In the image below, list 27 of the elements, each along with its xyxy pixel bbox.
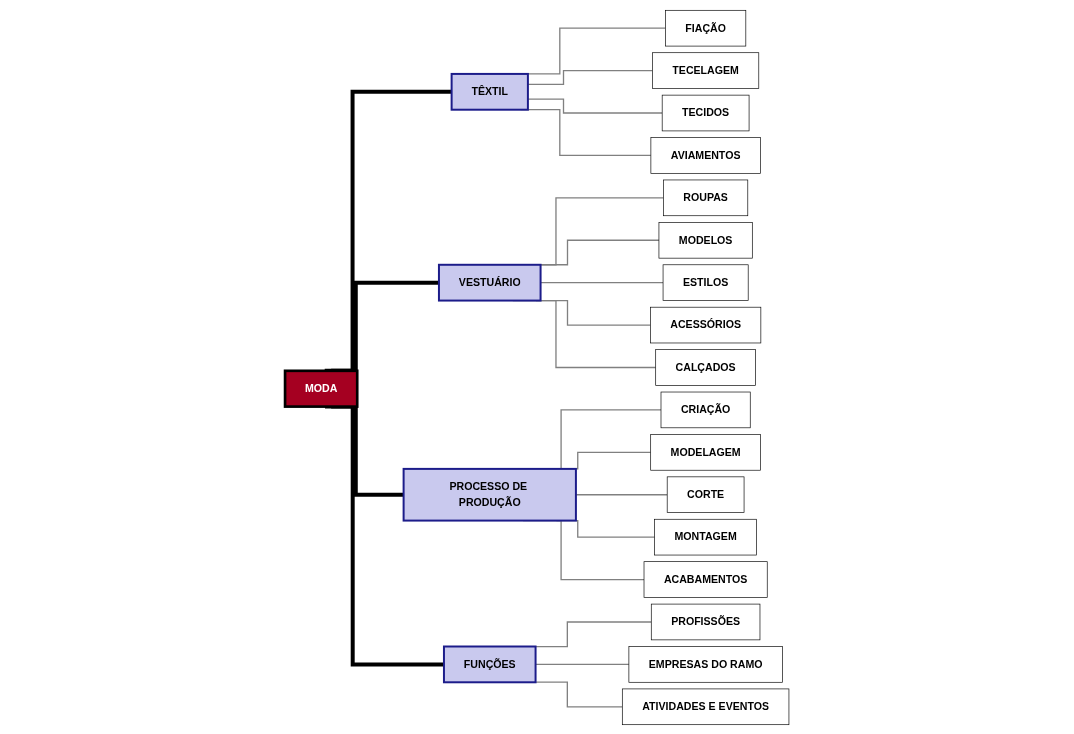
node-box: FIAÇÃO (665, 9, 747, 46)
node-box: ROUPAS (663, 179, 749, 216)
node-box: ACABAMENTOS (643, 560, 768, 598)
connector (527, 98, 663, 114)
node-box: EMPRESAS DO RAMO (628, 645, 783, 683)
node-box: CRIAÇÃO (660, 391, 751, 428)
connector (527, 69, 654, 85)
node-box: PROFISSÕES (650, 603, 761, 640)
connector (534, 681, 623, 707)
node-box: MODA (283, 369, 359, 408)
node-box: MODELOS (658, 221, 753, 258)
node-box: ESTILOS (662, 263, 749, 301)
node-box: TECELAGEM (652, 51, 760, 89)
node-box: VESTUÁRIO (437, 263, 542, 302)
node-box: MODELAGEM (650, 433, 761, 471)
connector (534, 620, 652, 647)
node-box: ATIVIDADES E EVENTOS (621, 688, 790, 725)
connector (575, 493, 668, 495)
node-box: FUNÇÕES (442, 645, 537, 683)
node-box: AVIAMENTOS (650, 136, 761, 174)
node-box: TECIDOS (661, 94, 750, 131)
node-box: MONTAGEM (654, 518, 757, 555)
node-box: PROCESSO DE PRODUÇÃO (402, 467, 577, 522)
node-box: CALÇADOS (655, 348, 756, 386)
node-box: TÊXTIL (450, 72, 529, 111)
node-box: ACESSÓRIOS (650, 306, 762, 343)
node-box: CORTE (666, 476, 745, 513)
